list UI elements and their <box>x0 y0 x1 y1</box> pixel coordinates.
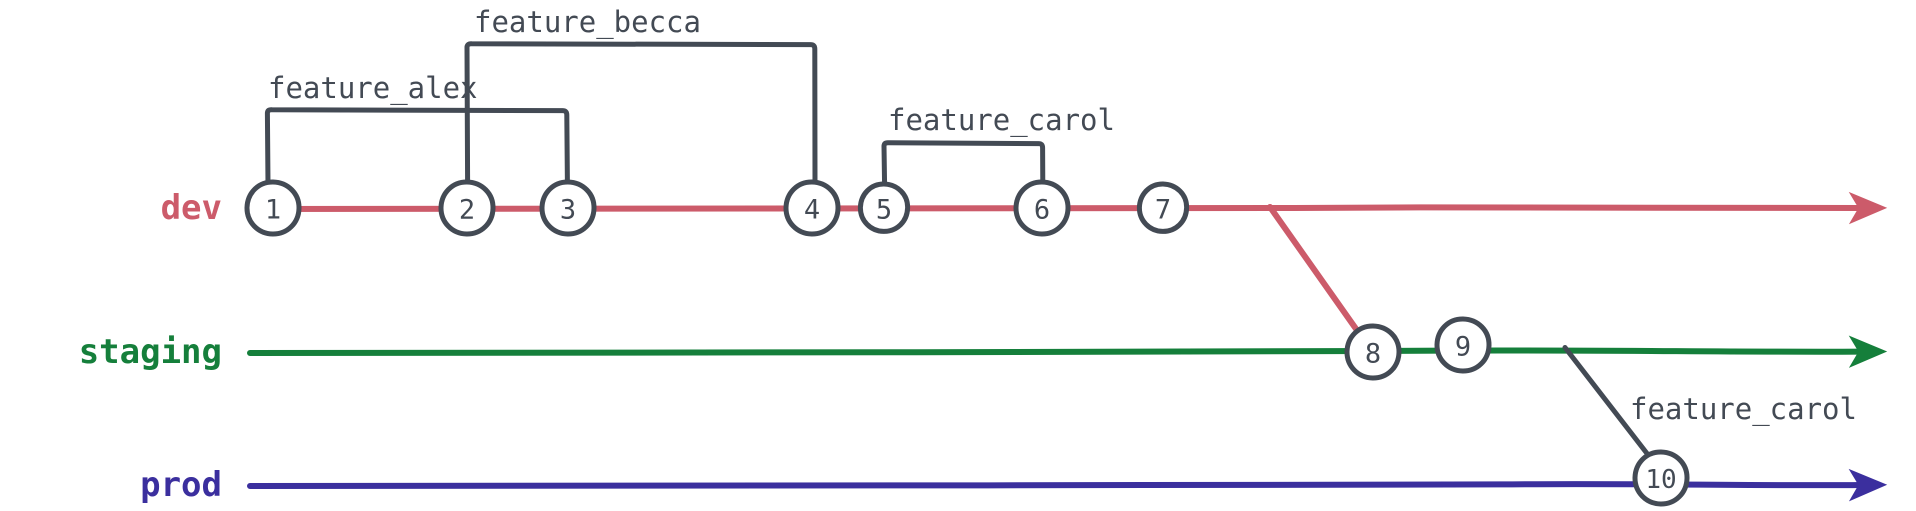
commit-node-4[interactable]: 4 <box>783 179 841 237</box>
merge-edges-group: feature_carol <box>1267 204 1857 461</box>
commit-4-label: 4 <box>804 195 820 226</box>
commit-node-6[interactable]: 6 <box>1013 179 1071 237</box>
commit-8-label: 8 <box>1365 339 1381 370</box>
commit-node-10[interactable]: 10 <box>1632 449 1690 507</box>
feature-bracket-feature-alex[interactable]: feature_alex <box>264 71 570 187</box>
feature-carol-dev-label: feature_carol <box>888 103 1115 138</box>
branch-line-staging[interactable] <box>247 335 1888 368</box>
merge-line-staging-to-prod[interactable] <box>1562 345 1653 461</box>
commit-node-5[interactable]: 5 <box>857 181 911 234</box>
branch-label-dev: dev <box>161 188 222 228</box>
commit-node-1[interactable]: 1 <box>244 179 302 237</box>
commit-2-circle[interactable] <box>438 179 496 237</box>
branch-label-staging: staging <box>79 332 222 372</box>
commit-nodes-group: 1 2 3 4 5 6 <box>244 179 1690 507</box>
commit-5-circle[interactable] <box>857 181 911 234</box>
feature-bracket-feature-carol-dev[interactable]: feature_carol <box>881 103 1115 189</box>
feature-bracket-feature-becca[interactable]: feature_becca <box>464 5 818 187</box>
commit-node-3[interactable]: 3 <box>539 179 597 237</box>
commit-9-circle[interactable] <box>1434 316 1492 374</box>
feature-becca-label: feature_becca <box>474 5 701 40</box>
commit-node-7[interactable]: 7 <box>1136 181 1190 234</box>
branch-line-prod[interactable] <box>247 468 1888 502</box>
commit-8-circle[interactable] <box>1344 323 1402 381</box>
commit-5-label: 5 <box>876 195 892 226</box>
commit-1-label: 1 <box>265 195 281 226</box>
feature-carol-prod-label: feature_carol <box>1630 392 1857 427</box>
commit-7-circle[interactable] <box>1136 181 1190 234</box>
commit-7-label: 7 <box>1155 195 1171 226</box>
feature-becca-path[interactable] <box>464 41 818 187</box>
branch-line-dev[interactable] <box>247 191 1888 225</box>
commit-node-2[interactable]: 2 <box>438 179 496 237</box>
feature-brackets-group: feature_alex feature_becca feature_carol <box>264 5 1115 189</box>
commit-1-circle[interactable] <box>244 179 302 237</box>
branch-staging[interactable]: staging <box>79 332 1888 372</box>
commit-2-label: 2 <box>459 195 475 226</box>
commit-10-label: 10 <box>1645 465 1676 495</box>
commit-node-8[interactable]: 8 <box>1344 323 1402 381</box>
branch-label-prod: prod <box>140 465 222 505</box>
branch-lines-group: dev staging prod <box>79 188 1888 505</box>
commit-6-label: 6 <box>1034 195 1050 226</box>
commit-node-9[interactable]: 9 <box>1434 316 1492 374</box>
merge-edge-staging-to-prod[interactable]: feature_carol <box>1562 345 1857 461</box>
commit-10-circle[interactable] <box>1632 449 1690 507</box>
commit-9-label: 9 <box>1455 332 1471 363</box>
merge-line-dev-to-staging[interactable] <box>1267 204 1361 334</box>
feature-carol-dev-path[interactable] <box>881 140 1046 189</box>
branch-dev[interactable]: dev <box>161 188 1888 228</box>
commit-6-circle[interactable] <box>1013 179 1071 237</box>
commit-3-label: 3 <box>560 195 576 226</box>
commit-3-circle[interactable] <box>539 179 597 237</box>
feature-alex-path[interactable] <box>264 107 570 187</box>
branch-prod[interactable]: prod <box>140 465 1888 505</box>
feature-alex-label: feature_alex <box>268 71 478 106</box>
commit-4-circle[interactable] <box>783 179 841 237</box>
